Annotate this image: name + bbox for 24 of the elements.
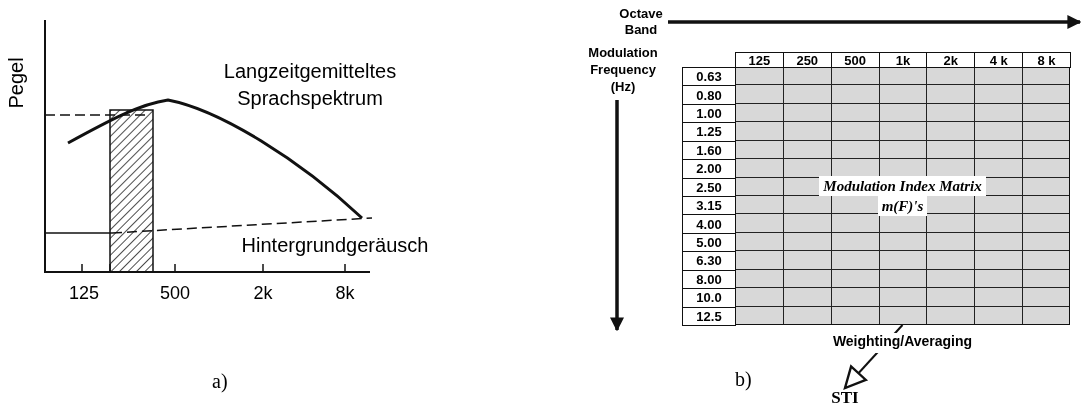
axis-label: Modulation Frequency (Hz) <box>587 44 659 96</box>
column-header: 125 <box>735 52 784 68</box>
curve-label: Langzeitgemitteltes Sprachspektrum <box>222 59 398 111</box>
column-header: 2k <box>926 52 976 68</box>
axis-label: Octave Band <box>618 6 664 39</box>
matrix-title: m(F)'s <box>877 196 928 216</box>
column-header: 500 <box>830 52 880 68</box>
matrix-grid <box>735 67 1070 325</box>
column-header: 1k <box>878 52 928 68</box>
matrix-title: Modulation Index Matrix <box>819 176 986 196</box>
column-header: 8 k <box>1022 52 1071 68</box>
column-header: 250 <box>782 52 832 68</box>
tick-label: 500 <box>158 283 191 305</box>
curve-label: Hintergrundgeräusch <box>240 234 430 258</box>
tick-label: 8k <box>334 283 356 305</box>
result-label: STI <box>822 388 868 412</box>
tick-label: 2k <box>252 283 274 305</box>
axis-label: Pegel <box>5 56 28 111</box>
panel-label: b) <box>735 368 753 392</box>
row-header: 12.5 <box>682 306 736 326</box>
column-header: 4 k <box>974 52 1024 68</box>
row-header: 0.63 <box>682 67 736 87</box>
tick-label: 125 <box>67 283 100 305</box>
panel-label: a) <box>212 370 229 394</box>
